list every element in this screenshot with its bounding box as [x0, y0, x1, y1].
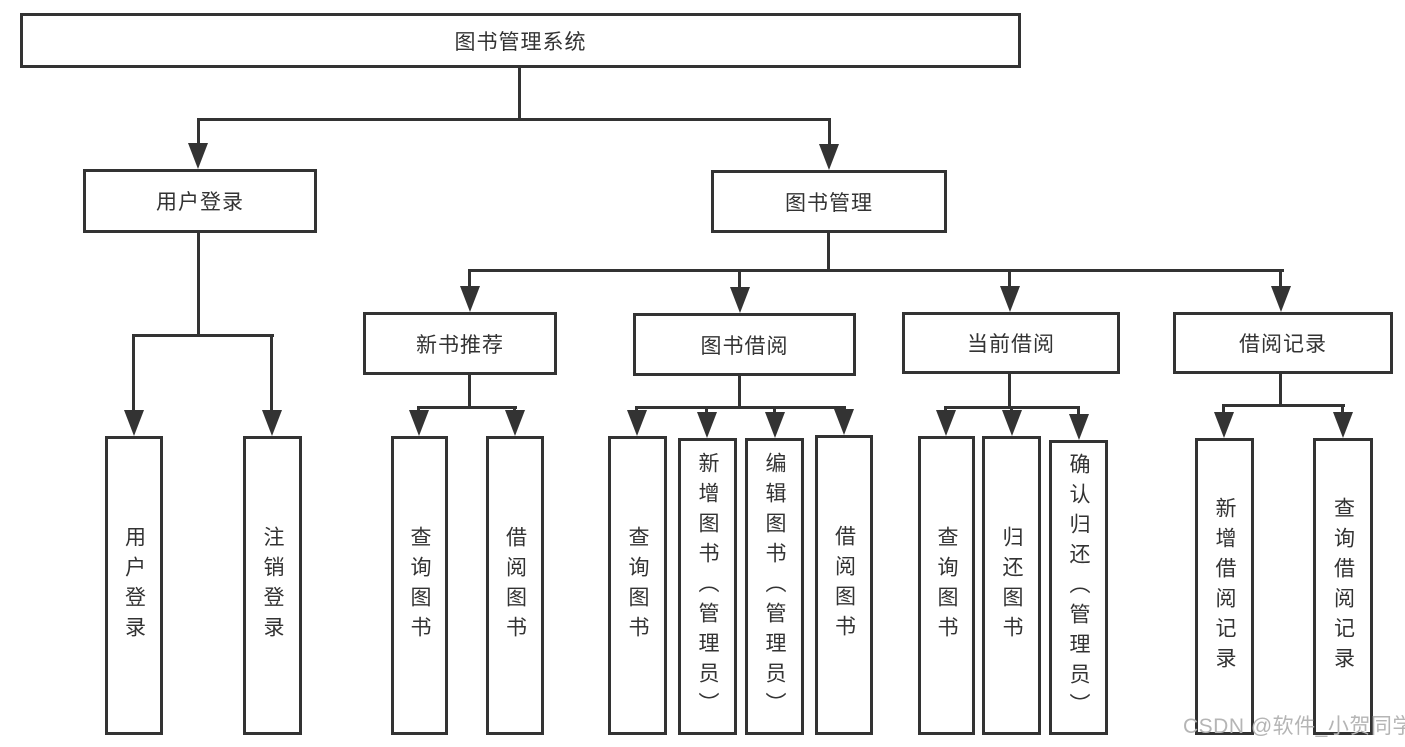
- connector-line: [1008, 374, 1011, 409]
- leaf-current-query-books: 查询图书: [918, 436, 975, 735]
- arrow-down-icon: [1000, 286, 1020, 312]
- arrow-down-icon: [936, 410, 956, 436]
- connector-line: [197, 233, 200, 335]
- node-borrow-records: 借阅记录: [1173, 312, 1393, 374]
- connector-line: [705, 406, 708, 414]
- leaf-logout: 注销登录: [243, 436, 302, 735]
- arrow-down-icon: [409, 410, 429, 436]
- connector-line: [1008, 269, 1011, 288]
- connector-line: [828, 118, 831, 147]
- arrow-down-icon: [765, 412, 785, 438]
- arrow-down-icon: [460, 286, 480, 312]
- leaf-borrow-query-books: 查询图书: [608, 436, 667, 735]
- connector-line: [1279, 374, 1282, 407]
- leaf-records-add-borrow-record: 新增借阅记录: [1195, 438, 1254, 735]
- connector-line: [1077, 406, 1080, 414]
- arrow-down-icon: [697, 412, 717, 438]
- connector-line: [1279, 269, 1282, 288]
- connector-line: [827, 233, 830, 270]
- leaf-recommend-query-books: 查询图书: [391, 436, 448, 735]
- arrow-down-icon: [1214, 412, 1234, 438]
- arrow-down-icon: [505, 410, 525, 436]
- connector-line: [1222, 404, 1345, 407]
- arrow-down-icon: [1069, 414, 1089, 440]
- connector-line: [738, 376, 741, 409]
- connector-line: [270, 334, 273, 412]
- arrow-down-icon: [262, 410, 282, 436]
- leaf-borrow-add-books-admin: 新增图书（管理员）: [678, 438, 737, 735]
- arrow-down-icon: [1002, 410, 1022, 436]
- arrow-down-icon: [730, 287, 750, 313]
- node-book-borrow: 图书借阅: [633, 313, 856, 376]
- leaf-borrow-borrow-books: 借阅图书: [815, 435, 873, 735]
- node-user-login: 用户登录: [83, 169, 317, 233]
- arrow-down-icon: [1333, 412, 1353, 438]
- connector-line: [197, 118, 831, 121]
- connector-line: [132, 334, 135, 412]
- arrow-down-icon: [627, 410, 647, 436]
- arrow-down-icon: [819, 144, 839, 170]
- node-current-borrow: 当前借阅: [902, 312, 1120, 374]
- arrow-down-icon: [124, 410, 144, 436]
- leaf-borrow-edit-books-admin: 编辑图书（管理员）: [745, 438, 804, 735]
- leaf-recommend-borrow-books: 借阅图书: [486, 436, 544, 735]
- connector-line: [738, 269, 741, 288]
- connector-line: [468, 375, 471, 409]
- arrow-down-icon: [834, 409, 854, 435]
- connector-line: [197, 118, 200, 146]
- leaf-records-query-borrow-record: 查询借阅记录: [1313, 438, 1373, 735]
- node-library-system: 图书管理系统: [20, 13, 1021, 68]
- leaf-current-return-books: 归还图书: [982, 436, 1041, 735]
- connector-line: [518, 68, 521, 118]
- leaf-current-confirm-return-admin: 确认归还（管理员）: [1049, 440, 1108, 735]
- csdn-watermark: CSDN @软件_小贺同学: [1183, 715, 1405, 738]
- connector-line: [468, 269, 471, 288]
- leaf-user-login: 用户登录: [105, 436, 163, 735]
- connector-line: [1341, 404, 1344, 414]
- node-new-book-recommend: 新书推荐: [363, 312, 557, 375]
- arrow-down-icon: [188, 143, 208, 169]
- connector-line: [773, 406, 776, 414]
- connector-line: [1222, 404, 1225, 414]
- arrow-down-icon: [1271, 286, 1291, 312]
- connector-line: [635, 406, 846, 409]
- connector-line: [132, 334, 274, 337]
- connector-line: [417, 406, 517, 409]
- node-book-management: 图书管理: [711, 170, 947, 233]
- connector-line: [468, 269, 1284, 272]
